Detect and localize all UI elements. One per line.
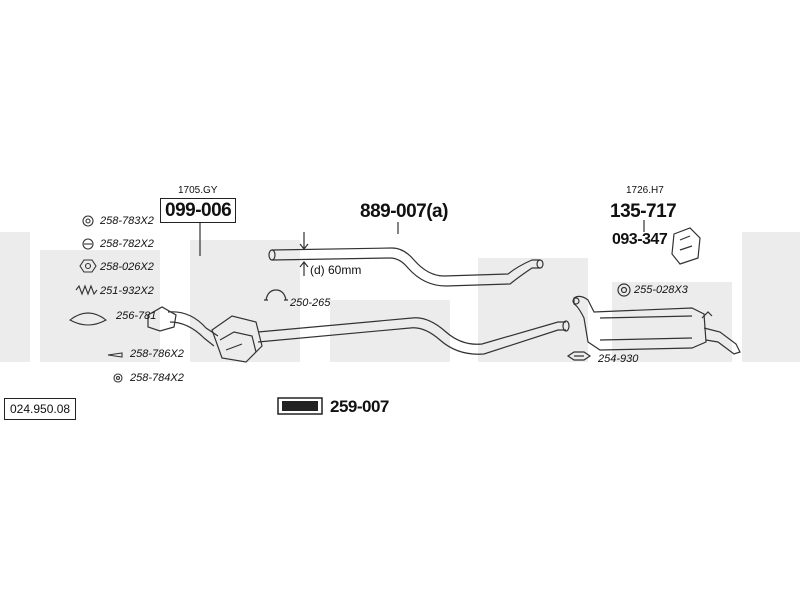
rubber-mount-icon [617,283,631,297]
catalyst-ref: 1705.GY [178,185,218,196]
silencer-drawing [573,295,707,351]
small-part-label[interactable]: 256-781 [116,310,157,322]
reference-number: 024.950.08 [4,398,77,420]
clamp-rear-label[interactable]: 254-930 [598,353,639,365]
gasket-icon [69,312,107,326]
clamp-front-icon [264,289,288,301]
catalyst-inlet-flange [147,306,177,332]
small-part-label[interactable]: 258-783X2 [100,215,154,227]
silencer-ref: 1726.H7 [626,185,664,196]
bracket-code[interactable]: 093-347 [612,231,668,248]
front-pipe-code[interactable]: 889-007(a) [360,201,448,222]
small-part-label[interactable]: 258-782X2 [100,238,154,250]
washer-icon [113,373,123,383]
rubber-mount-label[interactable]: 255-028X3 [634,284,688,296]
fitting-kit-code[interactable]: 259-007 [330,397,389,416]
catalyst-code[interactable]: 099-006 [160,198,237,223]
small-part-label[interactable]: 258-026X2 [100,261,154,273]
hex-nut-icon [79,259,97,273]
spring-icon [75,284,98,296]
catalyst-inlet-pipe [167,311,219,347]
fitting-kit-icon [277,397,323,415]
clamp-front-label[interactable]: 250-265 [290,297,331,309]
spring-washer-icon [82,238,94,250]
clamp-rear-icon [566,351,592,361]
intermediate-pipe [257,317,566,355]
small-part-label[interactable]: 251-932X2 [100,285,154,297]
small-part-label[interactable]: 258-786X2 [130,348,184,360]
front-pipe-drawing [271,247,540,287]
nut-icon [82,215,94,227]
pipe-diameter-note: (d) 60mm [310,263,362,277]
bracket-drawing [671,227,701,265]
catalyst-body [211,315,263,363]
bolt-icon [107,352,123,358]
small-part-label[interactable]: 258-784X2 [130,372,184,384]
silencer-code[interactable]: 135-717 [610,201,677,222]
